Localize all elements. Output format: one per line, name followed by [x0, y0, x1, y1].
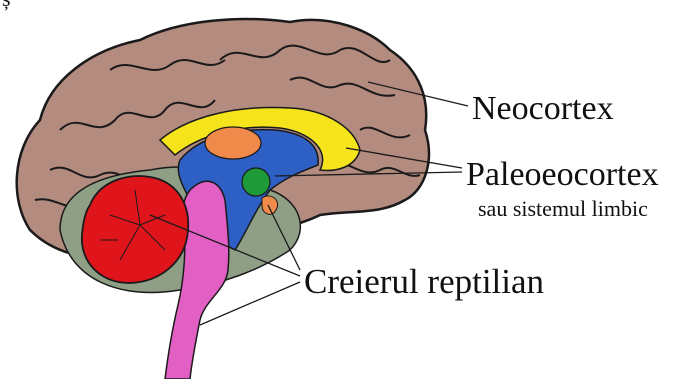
paleo-sub-label: sau sistemul limbic [478, 196, 648, 222]
reptilian-label: Creierul reptilian [304, 262, 544, 302]
paleo-label: Paleoeocortex [466, 156, 659, 194]
neocortex-label: Neocortex [472, 90, 614, 128]
hypothalamus [262, 196, 278, 214]
thalamus [205, 127, 261, 159]
amygdala [242, 168, 270, 196]
corner-mark: ș [2, 0, 11, 12]
